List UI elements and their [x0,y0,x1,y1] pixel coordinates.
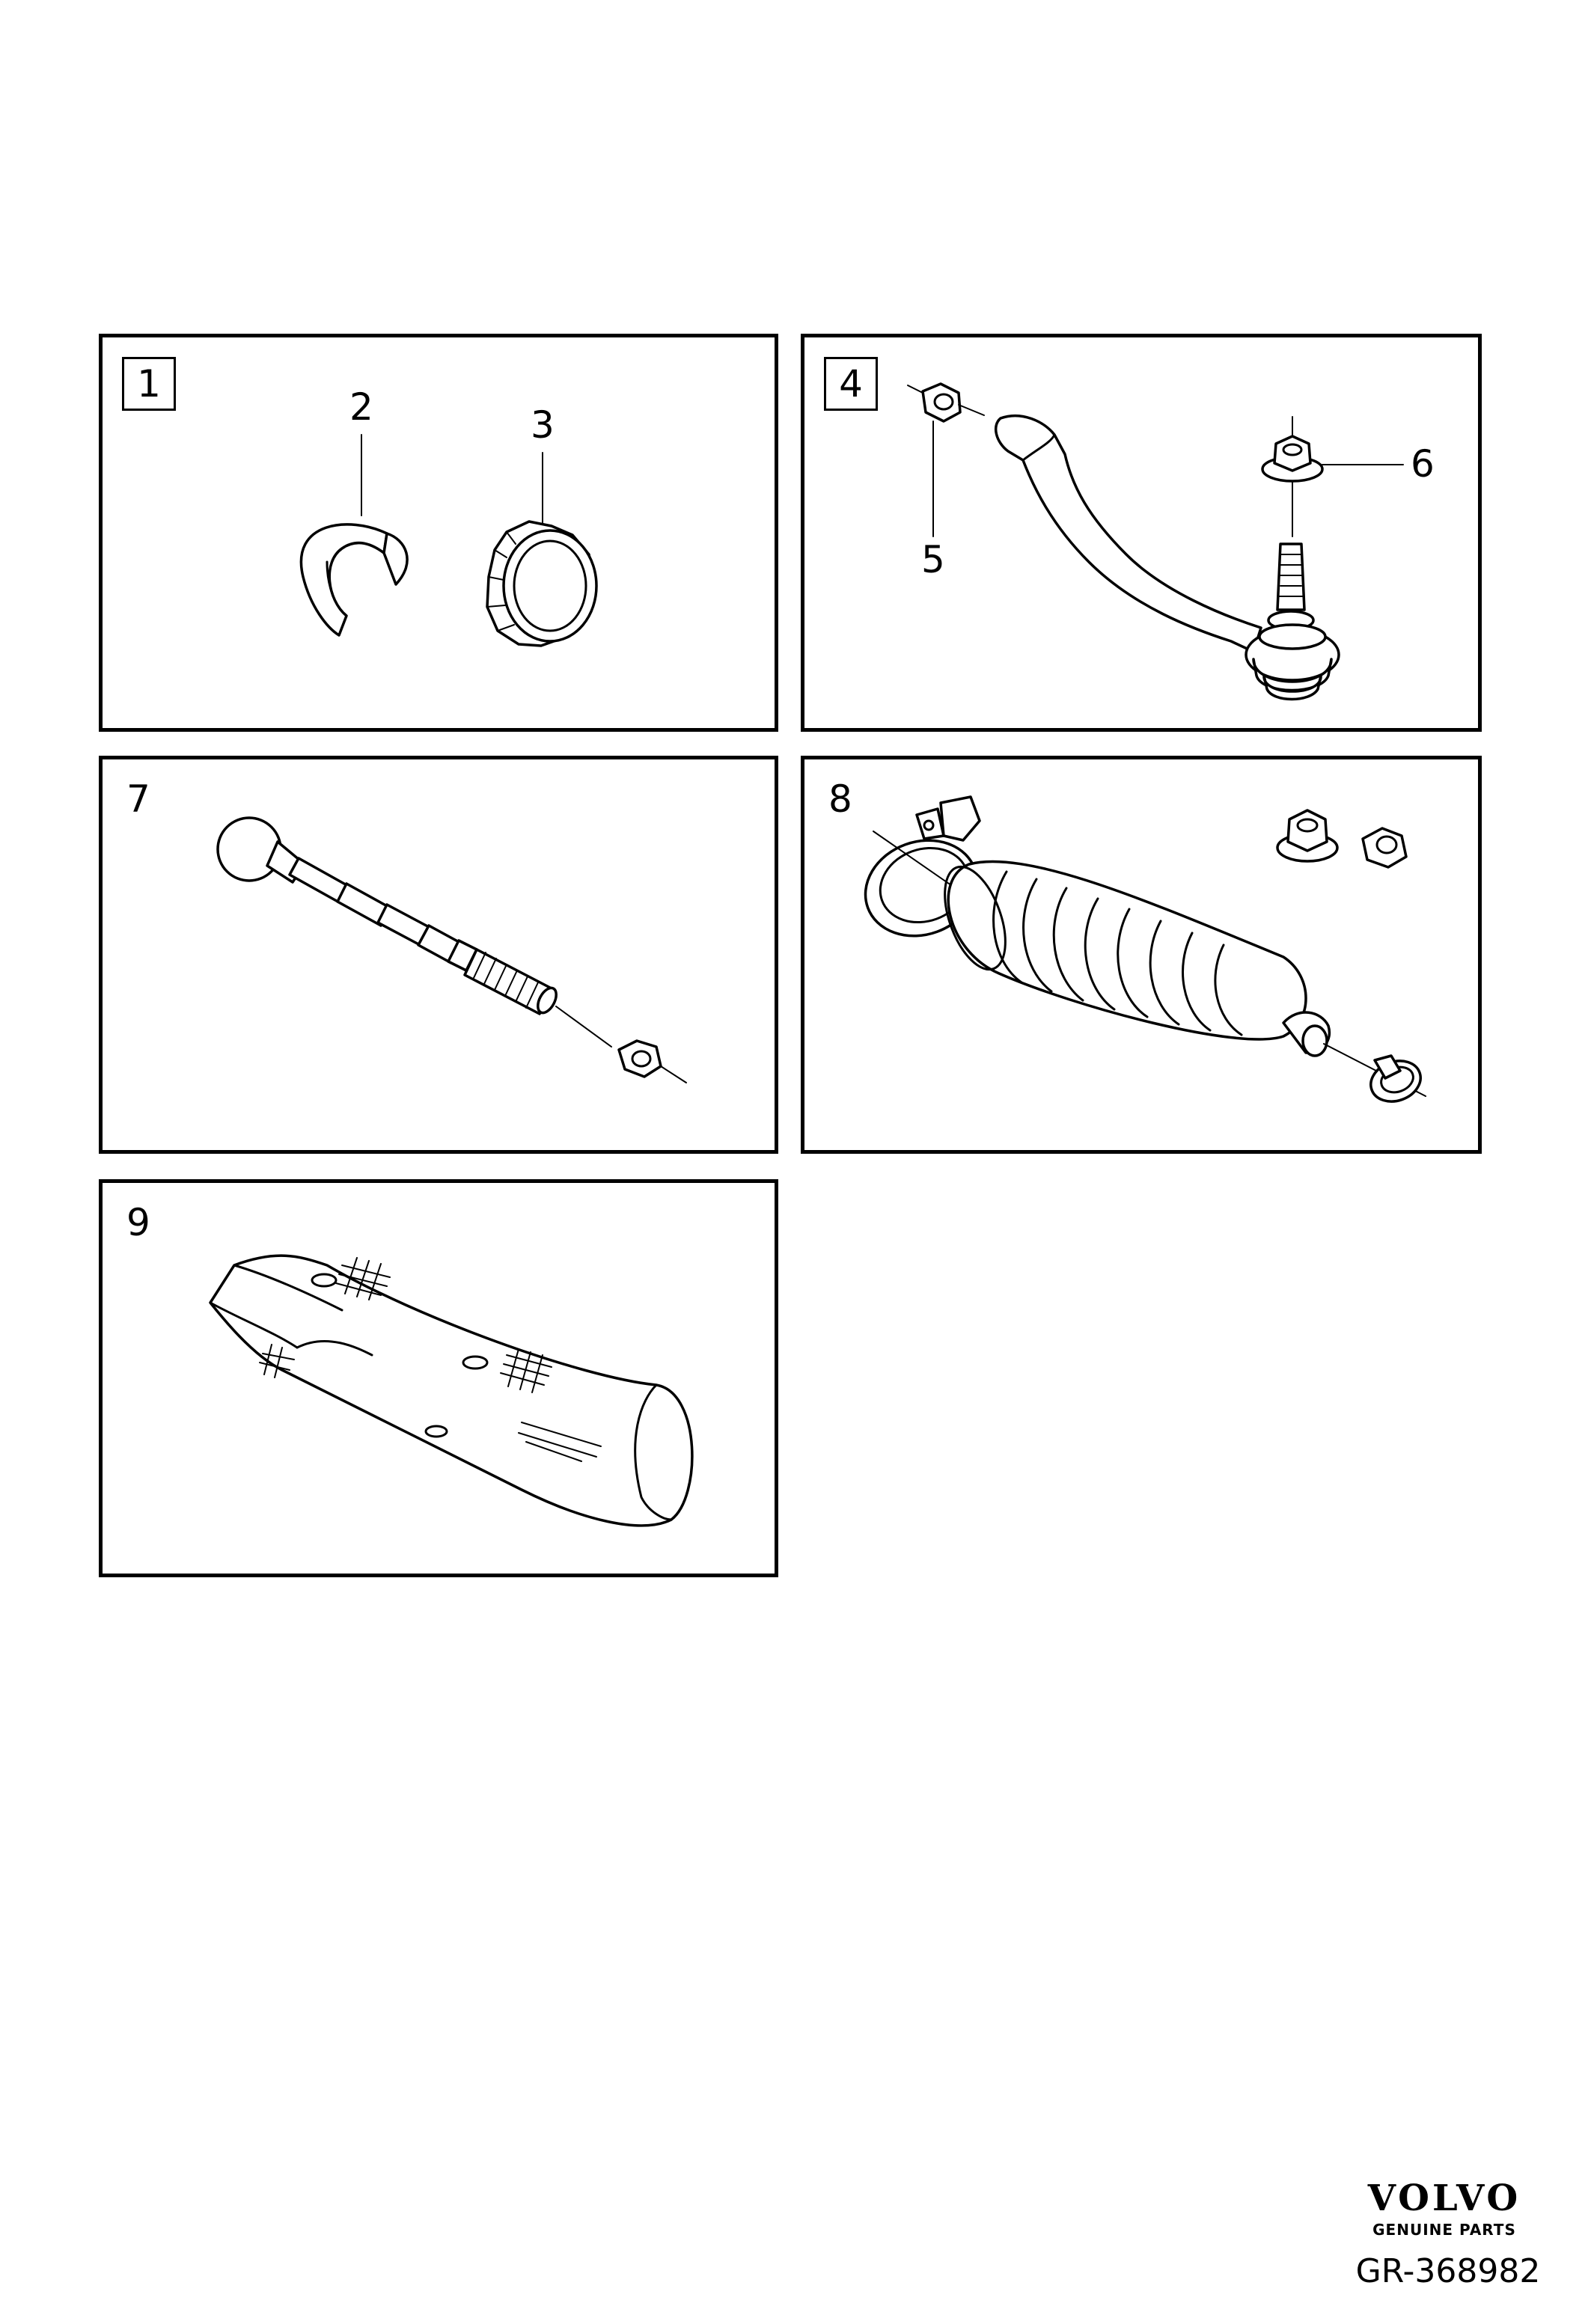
panel-1: 1 2 3 [99,334,778,732]
panel-7: 7 [99,756,778,1154]
reference-number: GR-368982 [1355,2252,1541,2290]
steering-boot-icon [944,860,1331,1057]
item-label-9: 9 [126,1201,150,1244]
flange-nut-icon [1276,809,1339,863]
panel-9: 9 [99,1179,778,1577]
item-label-1: 1 [122,357,176,411]
split-ring-icon [299,523,409,637]
brand-block: VOLVO GENUINE PARTS [1340,2177,1549,2239]
panel-9-drawing [209,1254,694,1527]
panel-4: 4 5 6 [801,334,1482,732]
panel-1-drawing [299,434,598,647]
tie-rod-end-icon [994,414,1340,701]
brand-logo: VOLVO [1367,2177,1521,2219]
panel-7-drawing [216,816,687,1083]
lock-nut-icon [486,520,598,647]
item-label-7: 7 [126,777,150,821]
grease-sachet-icon [209,1254,694,1527]
flange-nut-icon [1261,435,1324,483]
item-label-6: 6 [1411,442,1435,486]
item-label-3: 3 [531,403,555,447]
item-label-5: 5 [921,538,945,581]
jam-nut-icon [617,1039,662,1078]
panel-8-drawing [864,795,1426,1103]
panel-4-drawing [907,382,1404,701]
nut-icon [921,382,962,423]
panel-8: 8 [801,756,1482,1154]
jam-nut-icon [1361,827,1408,869]
item-label-2: 2 [349,385,373,429]
item-label-4: 4 [824,357,878,411]
inner-tie-rod-icon [216,816,558,1015]
small-clamp-icon [1369,1054,1422,1103]
brand-tagline: GENUINE PARTS [1372,2221,1516,2239]
item-label-8: 8 [828,777,852,821]
